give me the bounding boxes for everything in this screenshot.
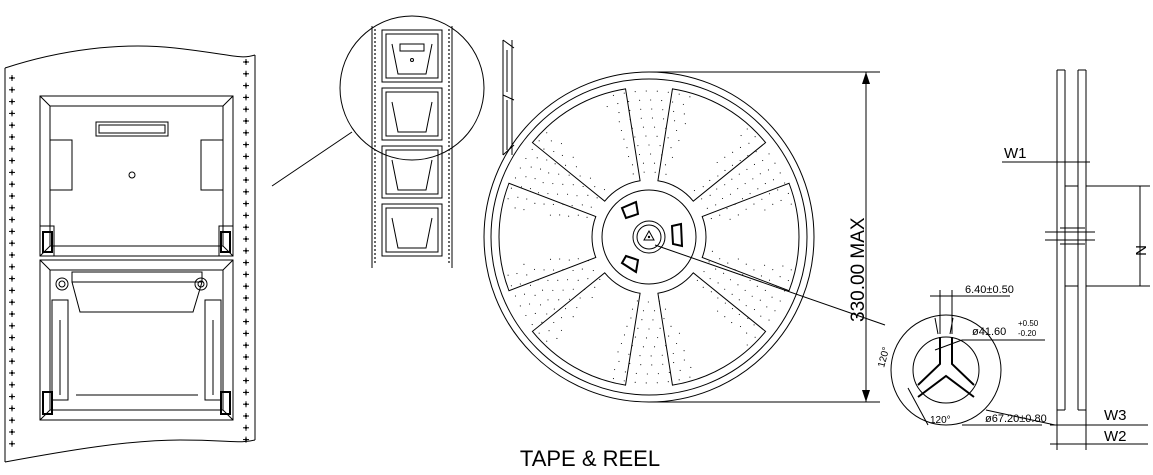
tape-enlarged-view [4,45,256,463]
detail-leader-line [271,131,353,187]
hub-detail-view: 6.40±0.50 ø41.60 +0.50 -0.20 120° 120° ø… [876,284,1056,426]
reel-hub-outer [601,189,697,285]
tape-top-edge [4,45,256,69]
reel-windows [498,88,800,386]
hub-detail-inner-circle [912,336,980,404]
reel-dot-pattern [507,90,792,384]
angle-left-label: 120° [876,346,892,369]
reel-edge-fragment [502,39,515,156]
sprocket-holes-left [9,75,15,447]
reel-center-mark [643,229,655,241]
tape-strip [371,26,453,268]
angle-bottom-label: 120° [930,415,951,426]
pocket-upper [39,95,234,257]
hub-tab-1 [620,200,640,220]
hub-detail-slots [917,337,975,398]
diameter-label: 330.00 MAX [848,217,869,322]
drawing-title: TAPE & REEL [520,446,660,471]
reel-hub-ring [632,220,666,254]
hub-diameter-tol-minus: -0.20 [1018,329,1037,338]
hub-detail-outer-circle [890,314,1002,426]
diameter-dimension: 330.00 MAX [649,71,880,403]
hub-diameter-label: ø41.60 [972,326,1006,338]
reel-hub-inner [636,224,662,250]
tape-bottom-edge [4,439,256,463]
pocket-lower [39,259,234,421]
hub-detail-leader [654,244,886,326]
slot-width-label: 6.40±0.50 [965,284,1014,296]
sprocket-holes-right [243,59,249,443]
n-label: N [1132,245,1149,256]
reel-inner-rim [490,78,808,396]
hub-diameter-tol-plus: +0.50 [1018,319,1039,328]
outer-hub-label: ø67.20±0.80 [985,413,1047,425]
w1-label: W1 [1004,145,1027,162]
w2-label: W2 [1104,428,1127,445]
magnifier-circle [339,15,485,161]
w3-label: W3 [1104,407,1127,424]
hub-tab-3 [620,254,640,274]
hub-tab-2 [670,222,684,248]
detail-magnifier [339,15,485,161]
reel-side-view: W1 N W3 W2 [1002,69,1150,450]
reel-front-view [483,71,815,403]
